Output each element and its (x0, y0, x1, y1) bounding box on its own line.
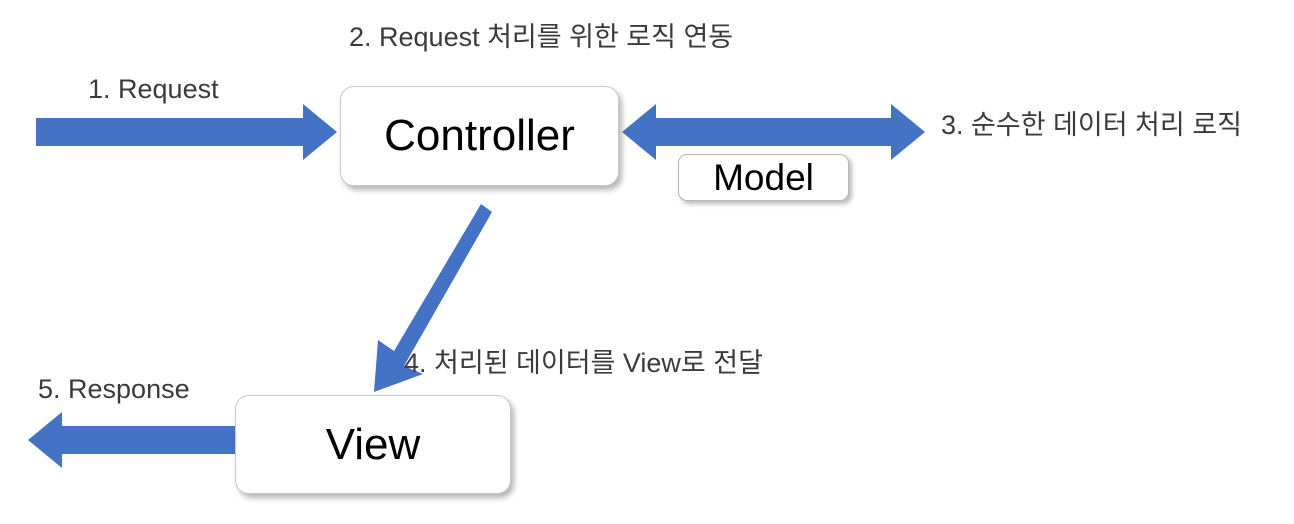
request-arrow (36, 104, 337, 160)
view-node-label: View (325, 419, 421, 469)
controller-node[interactable]: Controller (340, 86, 619, 186)
caption-step-2: 2. Request 처리를 위한 로직 연동 (349, 22, 734, 52)
model-node-label: Model (713, 157, 814, 198)
caption-step-5: 5. Response (38, 374, 190, 404)
controller-node-label: Controller (384, 111, 575, 160)
controller-model-arrow (622, 104, 925, 160)
caption-step-3: 3. 순수한 데이터 처리 로직 (941, 110, 1242, 140)
response-arrow (28, 412, 235, 468)
view-node[interactable]: View (235, 395, 511, 494)
caption-step-1: 1. Request (88, 74, 219, 104)
caption-step-4: 4. 처리된 데이터를 View로 전달 (404, 348, 763, 378)
model-node[interactable]: Model (678, 154, 849, 201)
